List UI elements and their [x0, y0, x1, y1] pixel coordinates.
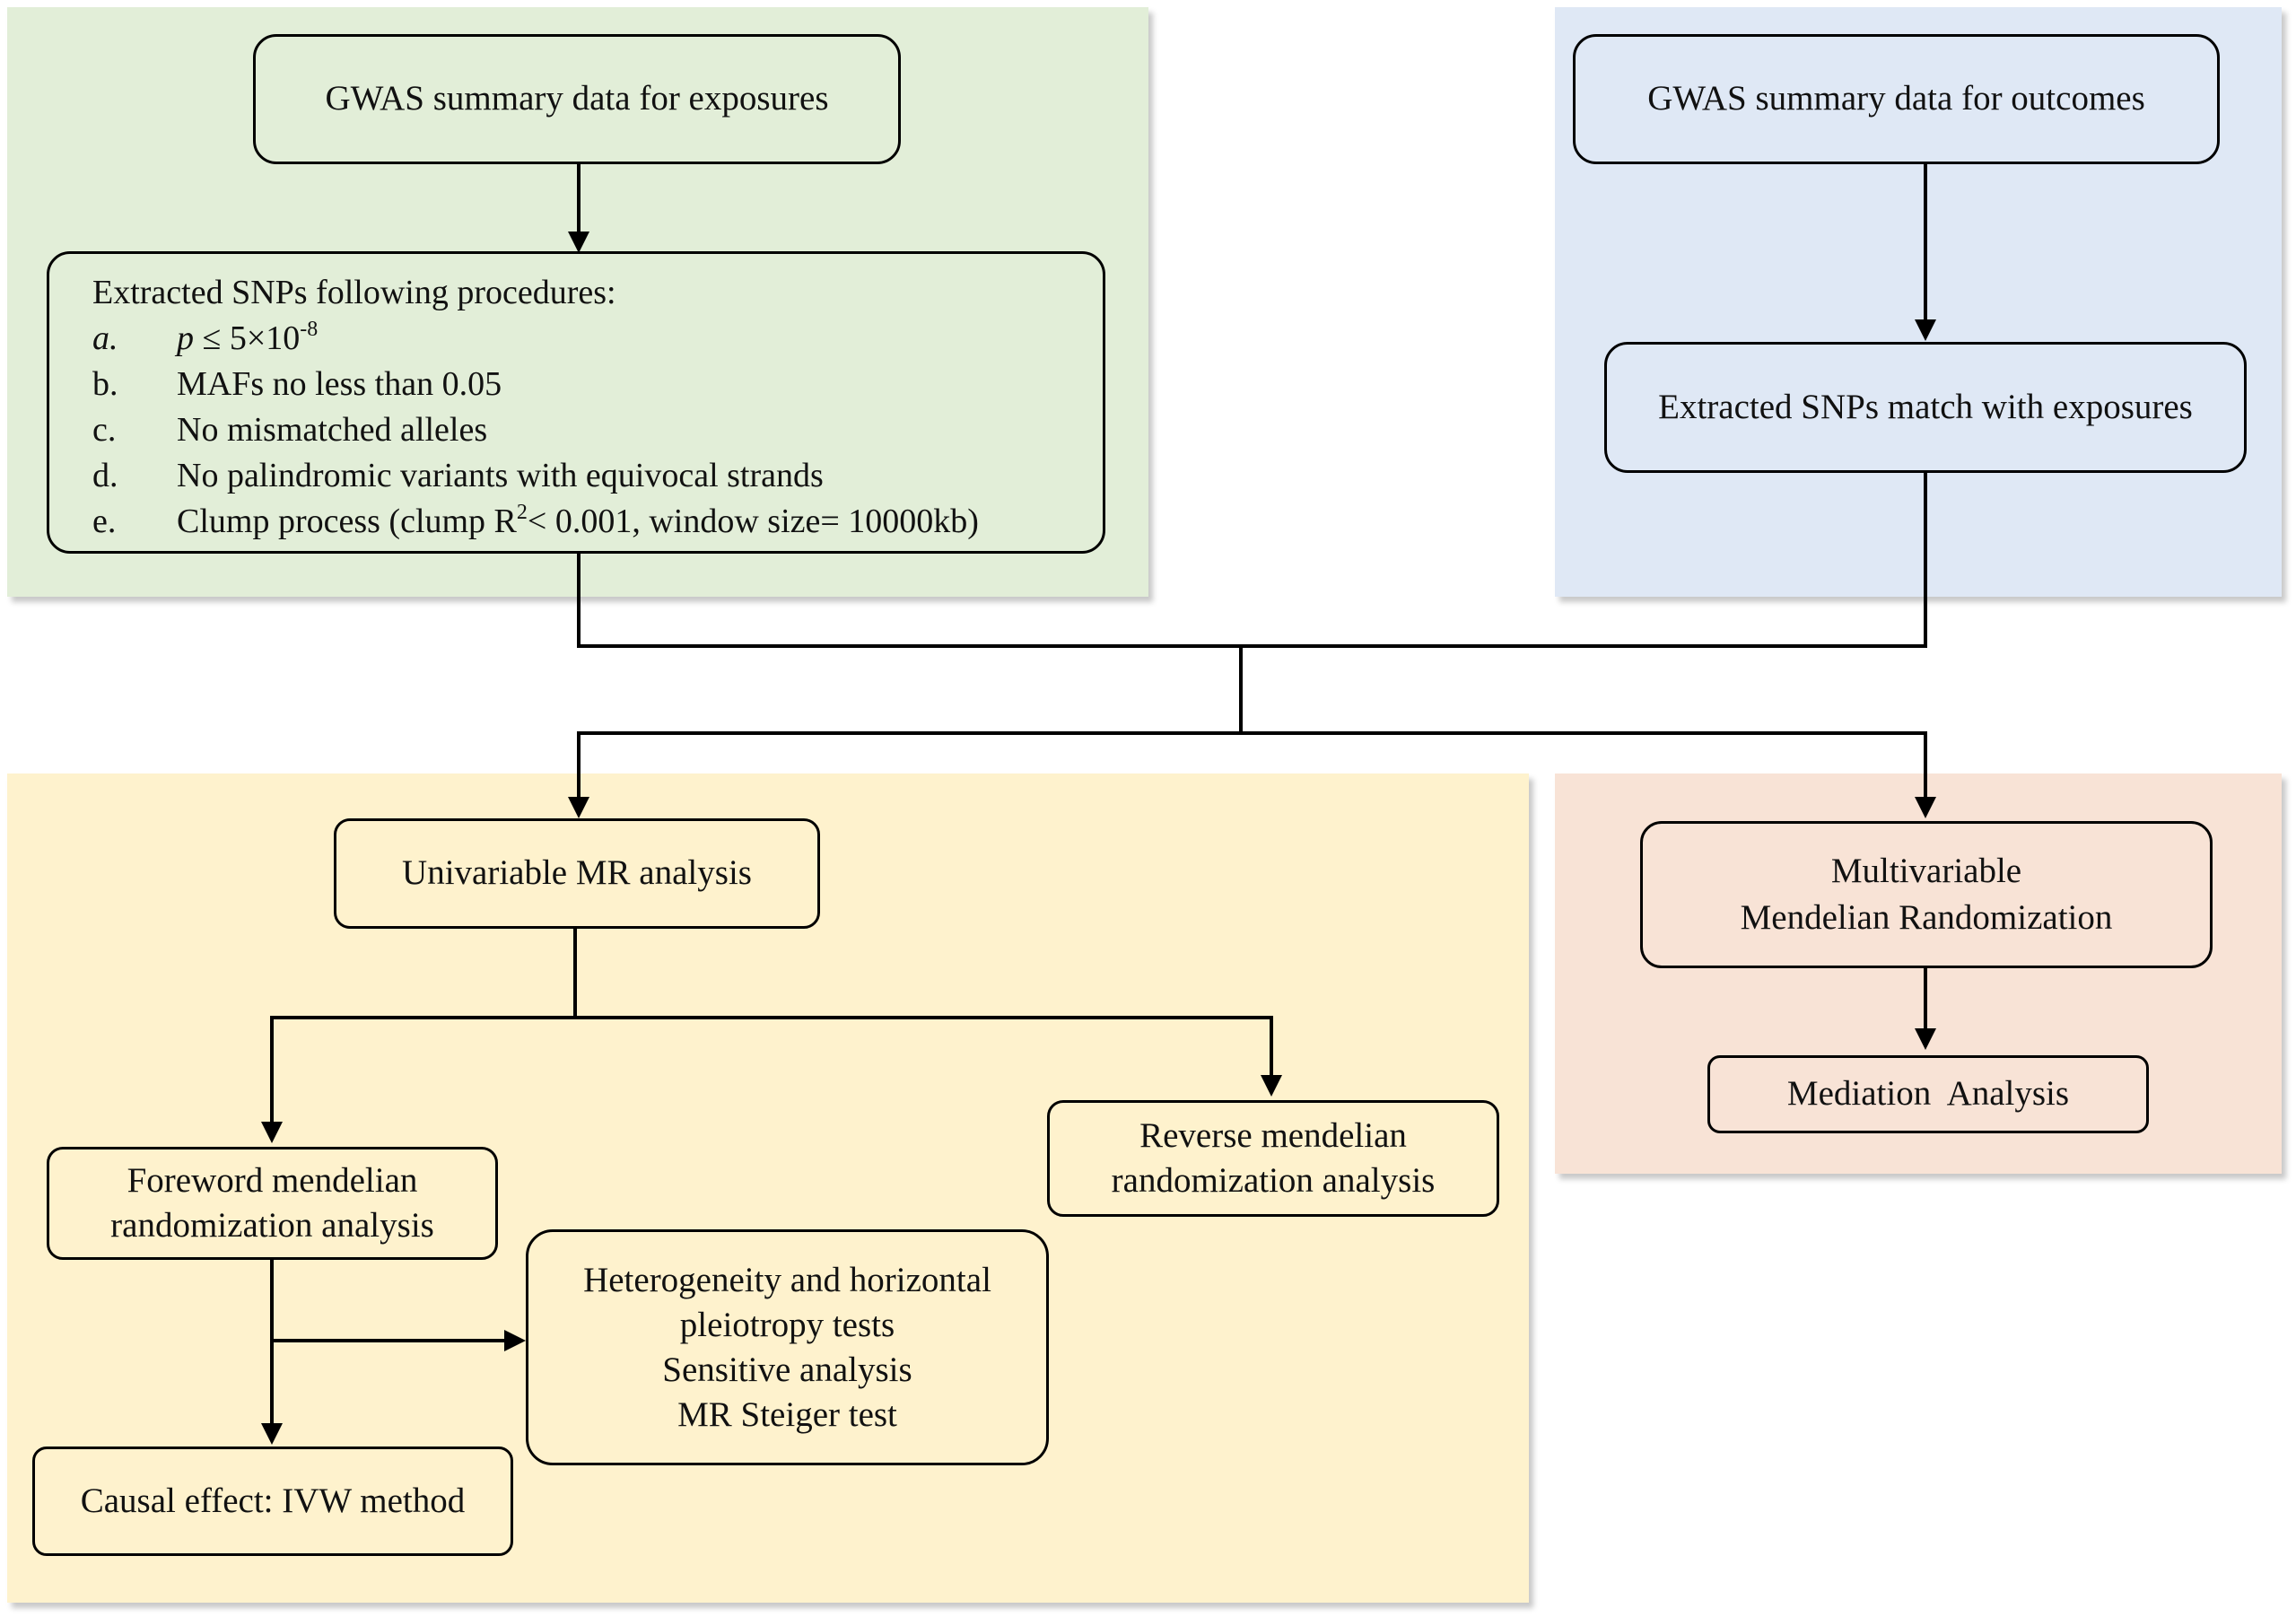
criteria-suffix: < 0.001, window size= 10000kb) [527, 503, 979, 540]
multivariable-mr-line: Mendelian Randomization [1740, 898, 2113, 937]
criteria-item: b. MAFs no less than 0.05 [92, 362, 1103, 407]
criteria-letter: b. [92, 365, 118, 403]
criteria-text: ≤ 5×10 [194, 319, 301, 357]
tests-line: Heterogeneity and horizontal [583, 1260, 991, 1299]
gwas-exposures-label: GWAS summary data for exposures [325, 79, 829, 118]
snp-match-label: Extracted SNPs match with exposures [1658, 387, 2193, 426]
criteria-title: Extracted SNPs following procedures: [92, 274, 616, 311]
causal-effect-label: Causal effect: IVW method [80, 1481, 466, 1520]
univariable-mr-label: Univariable MR analysis [402, 853, 752, 893]
tests-line: pleiotropy tests [679, 1305, 895, 1344]
criteria-item: e. Clump process (clump R2< 0.001, windo… [92, 499, 1103, 545]
univariable-mr-box: Univariable MR analysis [334, 818, 820, 929]
multivariable-mr-box: Multivariable Mendelian Randomization [1640, 821, 2213, 968]
mediation-analysis-box: Mediation Analysis [1707, 1055, 2149, 1133]
criteria-text: No palindromic variants with equivocal s… [177, 457, 824, 494]
split-right [1241, 731, 1936, 818]
criteria-sup: -8 [300, 318, 319, 341]
criteria-letter: a. [92, 319, 118, 357]
snp-match-box: Extracted SNPs match with exposures [1604, 342, 2247, 473]
outcome-panel [1555, 7, 2282, 597]
reverse-mr-box: Reverse mendelian randomization analysis [1047, 1100, 1499, 1217]
criteria-text: No mismatched alleles [177, 411, 488, 449]
criteria-sup: 2 [516, 501, 528, 524]
gwas-outcomes-box: GWAS summary data for outcomes [1573, 34, 2220, 164]
criteria-text: MAFs no less than 0.05 [177, 365, 502, 403]
criteria-letter: c. [92, 411, 117, 449]
merge-line [577, 472, 1927, 648]
criteria-text: Clump process (clump R [177, 503, 517, 540]
gwas-exposures-box: GWAS summary data for exposures [253, 34, 901, 164]
causal-effect-box: Causal effect: IVW method [32, 1447, 513, 1556]
tests-box: Heterogeneity and horizontal pleiotropy … [526, 1229, 1049, 1465]
gwas-outcomes-label: GWAS summary data for outcomes [1647, 79, 2145, 118]
reverse-mr-line: randomization analysis [1111, 1161, 1436, 1200]
multivariable-mr-line: Multivariable [1830, 852, 2022, 890]
snp-criteria-box: Extracted SNPs following procedures: a. … [47, 251, 1105, 554]
criteria-item: d. No palindromic variants with equivoca… [92, 453, 1103, 499]
forward-mr-box: Foreword mendelian randomization analysi… [47, 1147, 498, 1260]
arrow-to-forward [261, 1016, 575, 1143]
forward-mr-line: randomization analysis [110, 1206, 434, 1245]
reverse-mr-line: Reverse mendelian [1139, 1116, 1407, 1155]
forward-mr-line: Foreword mendelian [127, 1161, 418, 1200]
tests-line: MR Steiger test [677, 1394, 897, 1434]
split-left [568, 731, 1241, 818]
criteria-item: a. p ≤ 5×10-8 [92, 316, 1103, 362]
multivariable-panel [1555, 774, 2282, 1174]
criteria-letter: e. [92, 503, 117, 540]
mediation-analysis-label: Mediation Analysis [1786, 1074, 2070, 1114]
tests-line: Sensitive analysis [662, 1350, 912, 1389]
criteria-item: c. No mismatched alleles [92, 407, 1103, 453]
criteria-letter: d. [92, 457, 118, 494]
arrow-to-reverse [575, 1016, 1282, 1097]
exposure-panel [7, 7, 1148, 597]
p-symbol: p [177, 319, 194, 357]
